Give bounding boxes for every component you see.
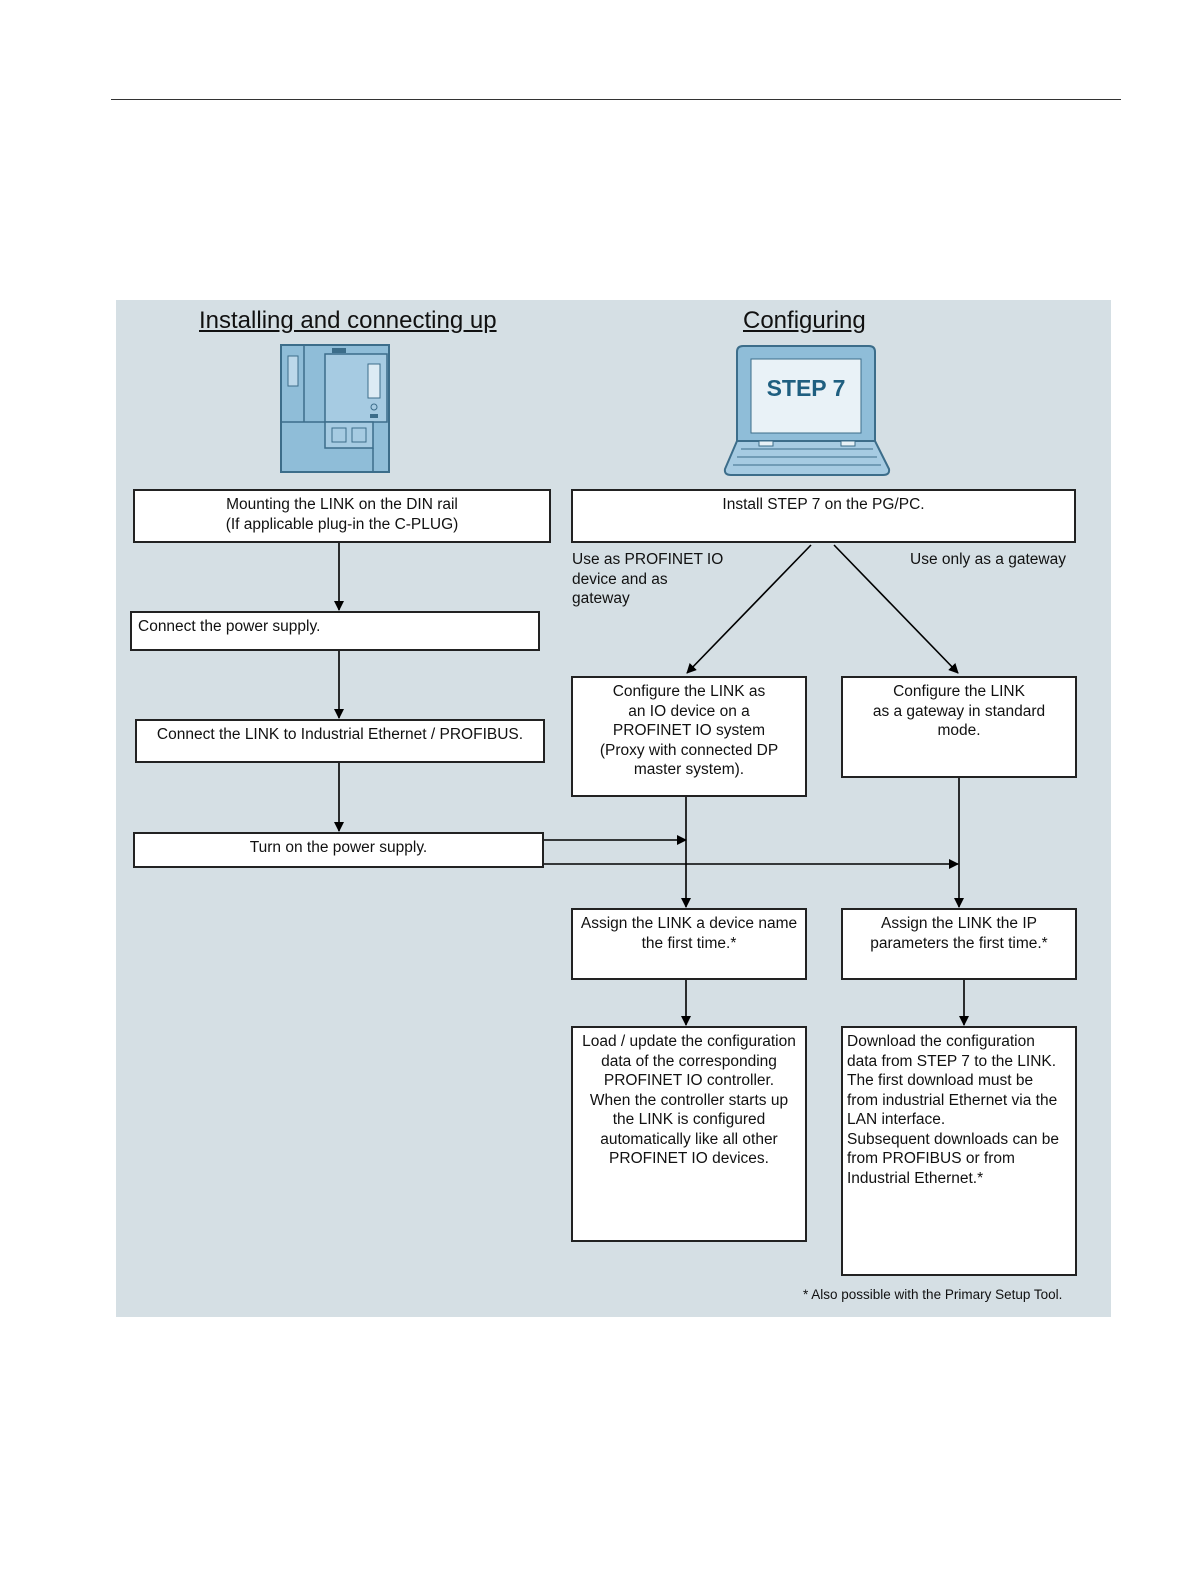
step-connect-power: Connect the power supply. <box>130 611 540 651</box>
footnote: * Also possible with the Primary Setup T… <box>803 1287 1063 1302</box>
header-rule <box>111 99 1121 100</box>
branch-label-profinet: Use as PROFINET IO device and as gateway <box>572 551 724 607</box>
branch-label-gateway: Use only as a gateway <box>910 551 1066 568</box>
laptop-screen-label: STEP 7 <box>766 375 846 401</box>
laptop-icon <box>723 345 891 476</box>
arrow-step7-to-gateway <box>833 544 959 674</box>
arrow-step7-to-io <box>686 544 812 674</box>
step-configure-gateway: Configure the LINK as a gateway in stand… <box>841 676 1077 778</box>
step-assign-ip: Assign the LINK the IP parameters the fi… <box>841 908 1077 980</box>
step-install-step7: Install STEP 7 on the PG/PC. <box>571 489 1076 543</box>
step-configure-io-device: Configure the LINK as an IO device on a … <box>571 676 807 797</box>
step-turn-on-power: Turn on the power supply. <box>133 832 544 868</box>
step-mount-din-rail: Mounting the LINK on the DIN rail (If ap… <box>133 489 551 543</box>
heading-install: Installing and connecting up <box>199 307 497 334</box>
step-connect-ethernet: Connect the LINK to Industrial Ethernet … <box>135 719 545 763</box>
step-download-config: Download the configuration data from STE… <box>841 1026 1077 1276</box>
heading-configure: Configuring <box>743 307 866 334</box>
step-load-update-config: Load / update the configuration data of … <box>571 1026 807 1242</box>
step-assign-device-name: Assign the LINK a device name the first … <box>571 908 807 980</box>
link-device-icon <box>280 344 390 473</box>
